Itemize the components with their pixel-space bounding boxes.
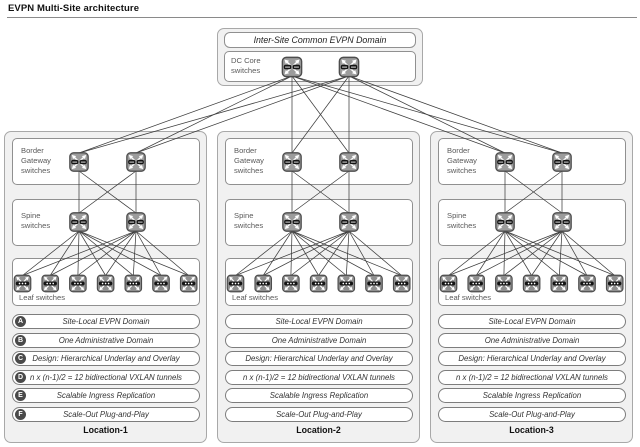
feature-pill: B One Administrative Domain <box>12 333 200 348</box>
spine-box: Spine switches <box>438 199 626 246</box>
location-panel-1: Border Gateway switches Spine switches L… <box>4 131 207 443</box>
feature-text: Site-Local EVPN Domain <box>62 317 150 326</box>
feature-text: Scale-Out Plug-and-Play <box>489 410 575 419</box>
leaf-box: Leaf switches <box>12 258 200 306</box>
title-rule <box>7 17 637 18</box>
feature-pill: Design: Hierarchical Underlay and Overla… <box>225 351 413 366</box>
location-name: Location-1 <box>83 425 128 435</box>
feature-badge: C <box>15 353 26 364</box>
feature-text: Site-Local EVPN Domain <box>488 317 576 326</box>
feature-badge: B <box>15 335 26 346</box>
inter-site-domain-pill: Inter-Site Common EVPN Domain <box>224 32 416 48</box>
feature-text: One Administrative Domain <box>58 336 154 345</box>
spine-box: Spine switches <box>225 199 413 246</box>
leaf-label: Leaf switches <box>19 292 66 302</box>
feature-text: Scale-Out Plug-and-Play <box>63 410 149 419</box>
feature-text: Scalable Ingress Replication <box>269 391 369 400</box>
border-gateway-label: Border Gateway switches <box>21 146 51 176</box>
feature-pill: Scale-Out Plug-and-Play <box>225 407 413 422</box>
leaf-box: Leaf switches <box>225 258 413 306</box>
feature-pill: C Design: Hierarchical Underlay and Overl… <box>12 351 200 366</box>
feature-pill: One Administrative Domain <box>225 333 413 348</box>
feature-text: Design: Hierarchical Underlay and Overla… <box>32 354 180 363</box>
feature-pill: Scalable Ingress Replication <box>438 388 626 403</box>
feature-badge: F <box>15 409 26 420</box>
spine-box: Spine switches <box>12 199 200 246</box>
feature-text: n x (n-1)/2 = 12 bidirectional VXLAN tun… <box>243 373 395 382</box>
leaf-label: Leaf switches <box>445 292 492 302</box>
leaf-label: Leaf switches <box>232 292 279 302</box>
spine-label: Spine switches <box>447 211 477 231</box>
leaf-box: Leaf switches <box>438 258 626 306</box>
inter-site-group-box: Inter-Site Common EVPN Domain DC Core sw… <box>217 28 423 86</box>
feature-pill: Scale-Out Plug-and-Play <box>438 407 626 422</box>
border-gateway-label: Border Gateway switches <box>447 146 477 176</box>
feature-text: n x (n-1)/2 = 12 bidirectional VXLAN tun… <box>456 373 608 382</box>
feature-badge: A <box>15 316 26 327</box>
feature-text: Scale-Out Plug-and-Play <box>276 410 362 419</box>
feature-pill: Site-Local EVPN Domain <box>438 314 626 329</box>
page-title: EVPN Multi-Site architecture <box>8 3 140 14</box>
border-gateway-box: Border Gateway switches <box>225 138 413 185</box>
spine-label: Spine switches <box>21 211 51 231</box>
location-panel-2: Border Gateway switches Spine switches L… <box>217 131 420 443</box>
spine-label: Spine switches <box>234 211 264 231</box>
feature-pill: n x (n-1)/2 = 12 bidirectional VXLAN tun… <box>225 370 413 385</box>
border-gateway-box: Border Gateway switches <box>438 138 626 185</box>
location-name: Location-2 <box>296 425 341 435</box>
feature-pill: A Site-Local EVPN Domain <box>12 314 200 329</box>
feature-text: One Administrative Domain <box>271 336 367 345</box>
feature-pill: n x (n-1)/2 = 12 bidirectional VXLAN tun… <box>438 370 626 385</box>
feature-badge: E <box>15 390 26 401</box>
border-gateway-box: Border Gateway switches <box>12 138 200 185</box>
border-gateway-label: Border Gateway switches <box>234 146 264 176</box>
feature-text: Site-Local EVPN Domain <box>275 317 363 326</box>
feature-pill: Design: Hierarchical Underlay and Overla… <box>438 351 626 366</box>
feature-text: Scalable Ingress Replication <box>56 391 156 400</box>
feature-pill: Scalable Ingress Replication <box>225 388 413 403</box>
location-name: Location-3 <box>509 425 554 435</box>
feature-text: Scalable Ingress Replication <box>482 391 582 400</box>
feature-text: Design: Hierarchical Underlay and Overla… <box>458 354 606 363</box>
feature-badge: D <box>15 372 26 383</box>
feature-pill: One Administrative Domain <box>438 333 626 348</box>
feature-pill: E Scalable Ingress Replication <box>12 388 200 403</box>
dc-core-label: DC Core switches <box>231 56 261 76</box>
dc-core-box: DC Core switches <box>224 51 416 82</box>
feature-pill: F Scale-Out Plug-and-Play <box>12 407 200 422</box>
feature-text: One Administrative Domain <box>484 336 580 345</box>
feature-text: n x (n-1)/2 = 12 bidirectional VXLAN tun… <box>30 373 182 382</box>
location-panel-3: Border Gateway switches Spine switches L… <box>430 131 633 443</box>
feature-pill: Site-Local EVPN Domain <box>225 314 413 329</box>
feature-text: Design: Hierarchical Underlay and Overla… <box>245 354 393 363</box>
